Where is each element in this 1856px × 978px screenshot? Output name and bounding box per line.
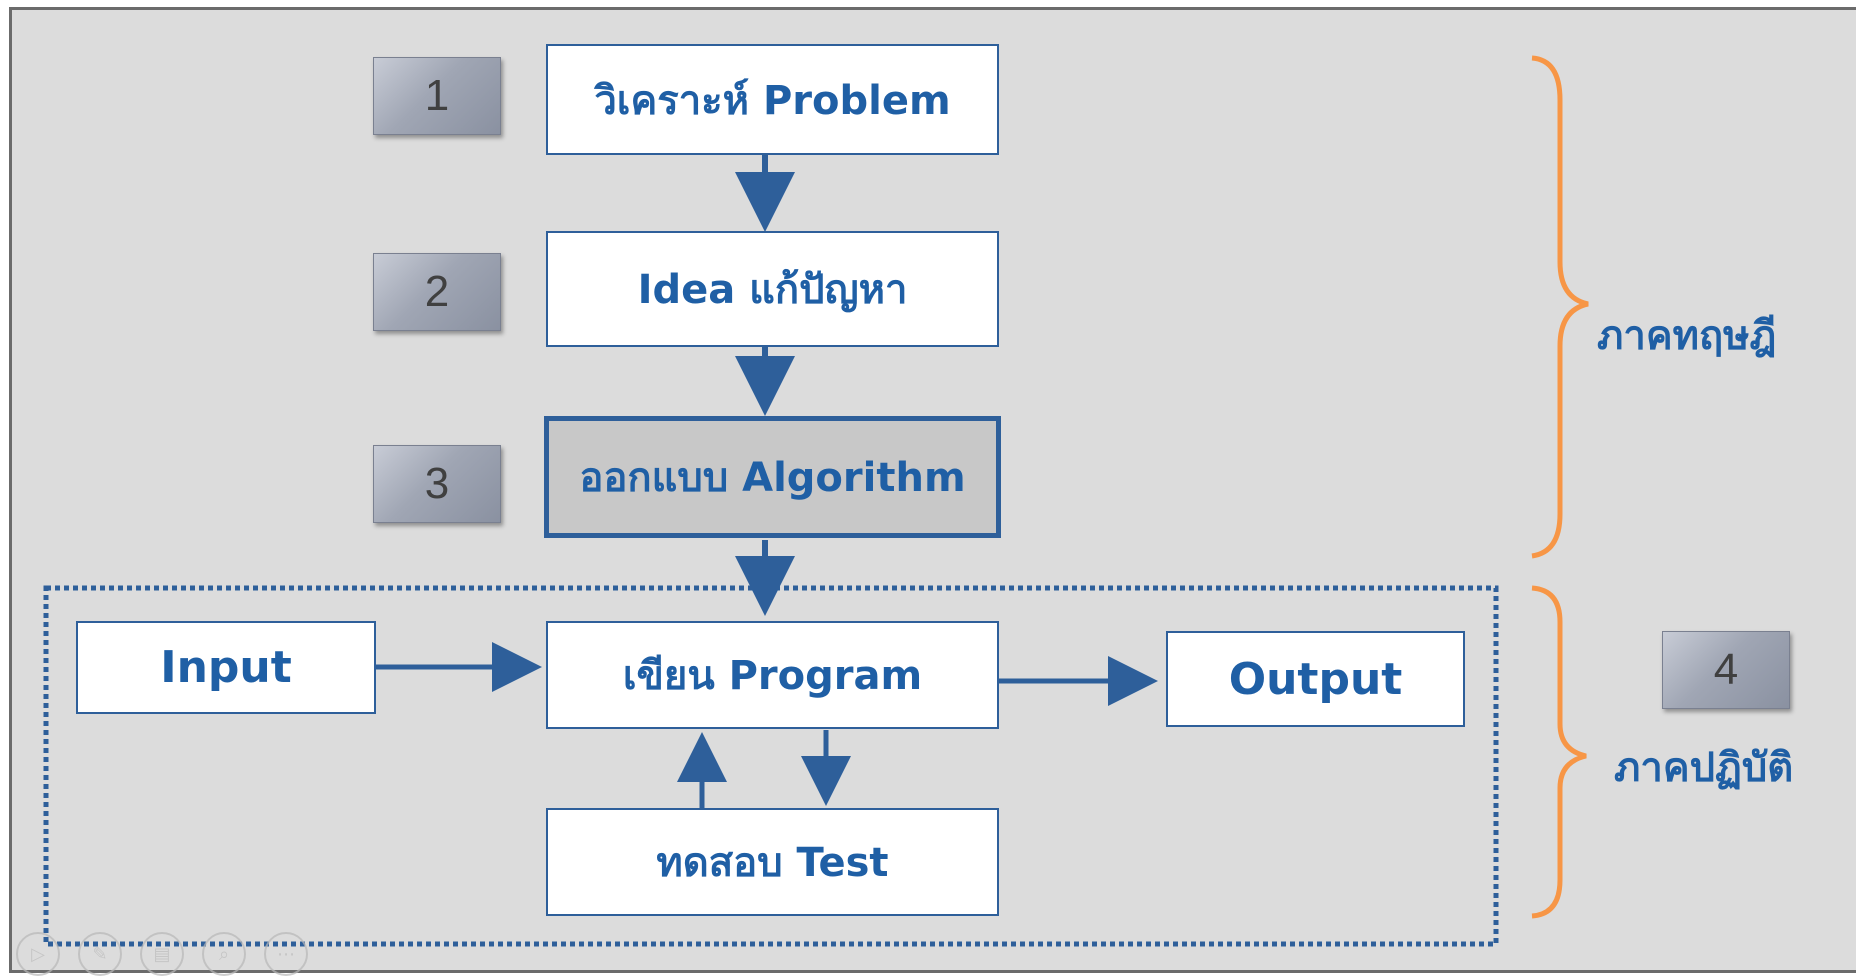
output-label: Output [1228,653,1403,705]
algorithm-label: ออกแบบ Algorithm [579,455,966,501]
step-badge-4: 4 [1662,631,1790,709]
practice-label: ภาคปฏิบัติ [1614,745,1794,791]
output-box: Output [1166,631,1465,727]
algorithm-box: ออกแบบ Algorithm [544,416,1001,538]
test-label: ทดสอบ Test [656,840,889,886]
problem-box: วิเคราะห์ Problem [546,44,999,155]
test-box: ทดสอบ Test [546,808,999,916]
step-badge-1: 1 [373,57,501,135]
idea-box: Idea แก้ปัญหา [546,231,999,347]
step-badge-2: 2 [373,253,501,331]
problem-label: วิเคราะห์ Problem [594,77,951,124]
program-box: เขียน Program [546,621,999,729]
program-label: เขียน Program [622,653,923,699]
slides-icon[interactable]: ▤ [140,932,184,976]
play-icon[interactable]: ▷ [16,932,60,976]
zoom-icon[interactable]: ⌕ [202,932,246,976]
more-icon[interactable]: ⋯ [264,932,308,976]
theory-label: ภาคทฤษฎี [1597,313,1777,359]
step-badge-3: 3 [373,445,501,523]
pen-icon[interactable]: ✎ [78,932,122,976]
practice-brace [1531,585,1587,919]
input-box: Input [76,621,376,714]
idea-label: Idea แก้ปัญหา [637,267,908,313]
theory-brace [1531,55,1589,559]
input-label: Input [160,642,292,693]
